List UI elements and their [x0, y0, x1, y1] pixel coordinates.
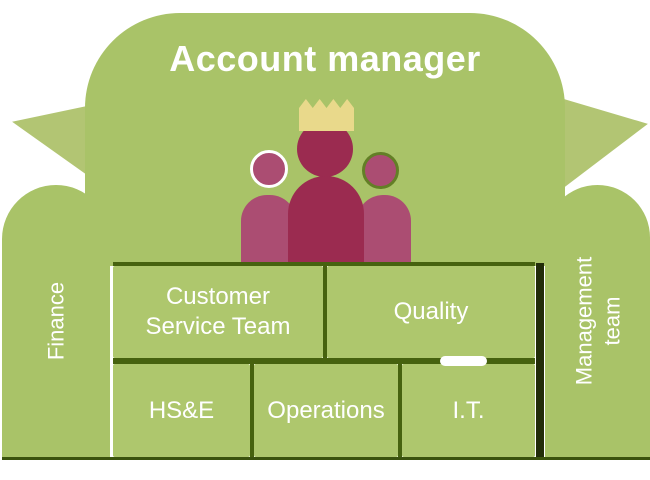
customer-service-team-label: Customer Service Team: [145, 283, 291, 340]
quality-label: Quality: [393, 298, 469, 325]
divider-row2-b: [398, 364, 402, 457]
base-shadow-line: [2, 457, 650, 460]
finance-label: Finance: [43, 281, 69, 361]
page-title: Account manager: [169, 38, 481, 79]
cushion-quality: Quality: [327, 266, 535, 358]
finance-panel: Finance: [2, 185, 110, 457]
management-team-panel: Management team: [545, 185, 650, 457]
operations-label: Operations: [267, 396, 385, 424]
cushion-it: I.T.: [402, 364, 535, 457]
leader-body: [288, 176, 364, 263]
stitch-highlight: [440, 356, 487, 366]
divider-top: [113, 262, 535, 266]
divider-row1: [323, 266, 327, 358]
gap-right-shadow: [536, 263, 544, 460]
cushion-hse: HS&E: [113, 364, 250, 457]
management-team-label: Management team: [571, 256, 624, 386]
divider-middle: [113, 358, 535, 364]
team-member-right-body: [357, 195, 411, 263]
team-member-left-head: [250, 150, 288, 188]
team-member-right-head: [362, 152, 399, 189]
cushion-customer-service-team: Customer Service Team: [113, 266, 323, 358]
team-member-left-body: [241, 195, 296, 263]
cushion-operations: Operations: [254, 364, 398, 457]
it-label: I.T.: [452, 396, 485, 424]
divider-row2-a: [250, 364, 254, 457]
hse-label: HS&E: [148, 396, 215, 424]
